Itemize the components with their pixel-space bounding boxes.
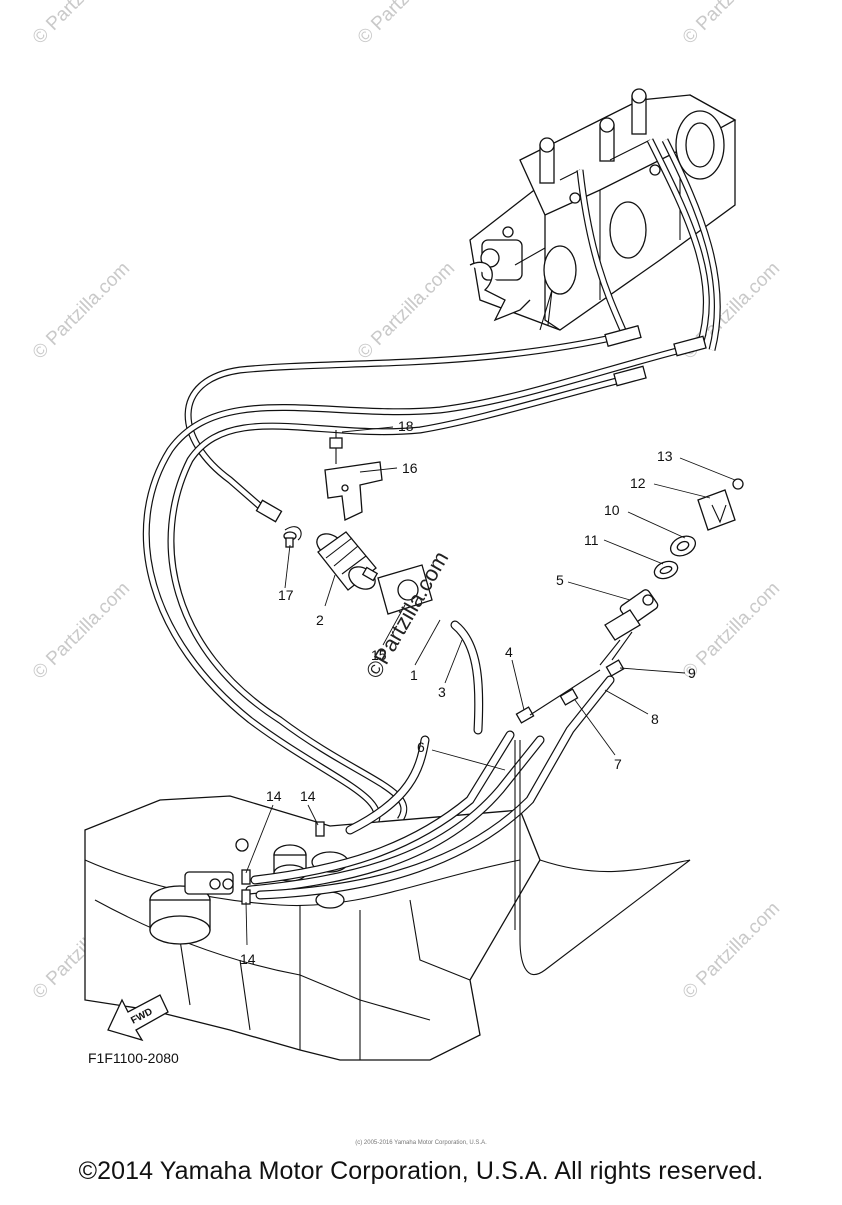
leader-lines — [245, 426, 736, 946]
callout-5: 5 — [556, 572, 564, 588]
callout-11: 11 — [584, 532, 599, 548]
watermark: © Partzilla.com — [354, 0, 459, 49]
watermark: © Partzilla.com — [679, 898, 784, 1003]
hose-clips — [241, 821, 325, 905]
callout-17: 17 — [278, 587, 294, 603]
watermark: © Partzilla.com — [29, 578, 134, 683]
fuel-knob-group — [653, 478, 744, 580]
fwd-arrow-icon: FWD — [107, 994, 169, 1042]
callout-18: 18 — [398, 418, 414, 434]
callout-4: 4 — [505, 644, 513, 660]
source-copyright-small: (c) 2005-2016 Yamaha Motor Corporation, … — [355, 1140, 487, 1146]
callout-8: 8 — [651, 711, 659, 727]
copyright-notice: ©2014 Yamaha Motor Corporation, U.S.A. A… — [78, 1157, 764, 1185]
control-cables — [142, 138, 721, 833]
callout-7: 7 — [614, 756, 622, 772]
callout-3: 3 — [438, 684, 446, 700]
fuel-tank — [84, 795, 691, 1061]
fuel-filter-group — [283, 430, 433, 615]
callout-1: 1 — [410, 667, 418, 683]
callout-10: 10 — [604, 502, 620, 518]
callout-16: 16 — [402, 460, 418, 476]
callout-12: 12 — [630, 475, 646, 491]
watermark: © Partzilla.com — [679, 0, 784, 49]
watermark: © Partzilla.com — [29, 258, 134, 363]
drawing-code: F1F1100-2080 — [88, 1050, 179, 1066]
fuel-cock-group — [515, 589, 659, 724]
fuel-hoses — [245, 620, 615, 930]
callout-15: 15 — [371, 647, 387, 663]
callout-14-right: 14 — [300, 788, 316, 804]
callout-numbers: 18 16 13 12 10 11 5 17 2 15 1 3 4 9 8 7 … — [240, 418, 696, 967]
callout-2: 2 — [316, 612, 324, 628]
callout-9: 9 — [688, 665, 696, 681]
callout-13: 13 — [657, 448, 673, 464]
callout-6: 6 — [417, 739, 425, 755]
watermark: © Partzilla.com — [354, 258, 459, 363]
watermark: © Partzilla.com — [29, 0, 134, 49]
callout-14-left: 14 — [266, 788, 282, 804]
callout-14-bottom: 14 — [240, 951, 256, 967]
